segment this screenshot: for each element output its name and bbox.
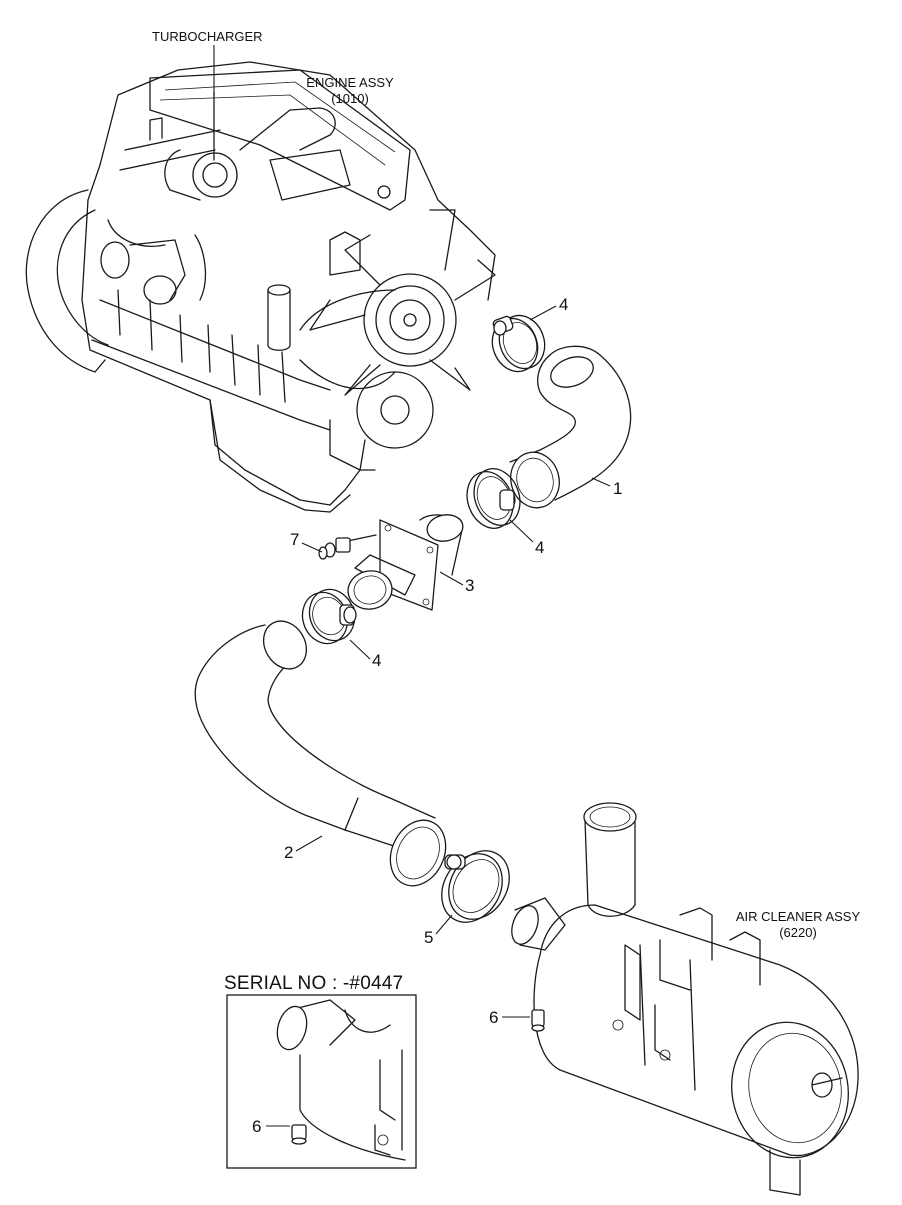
- callout-clamp-low: 4: [372, 651, 382, 670]
- adapter-flange: [347, 514, 464, 611]
- leader-hose-upper: [591, 477, 611, 487]
- leader-clamp-top: [529, 305, 557, 321]
- leader-clamp-air-cleaner: [435, 914, 453, 935]
- callout-fitting-inset: 6: [252, 1117, 262, 1136]
- callout-clamp-top: 4: [559, 295, 569, 314]
- engine-assembly: [25, 61, 496, 513]
- leader-clamp-low: [349, 639, 371, 660]
- leader-clamp-mid: [509, 519, 534, 543]
- air-cleaner-assy-label: AIR CLEANER ASSY: [735, 909, 861, 924]
- serial-no-label: SERIAL NO : -#0447: [224, 973, 404, 994]
- engine-assy-code: (1010): [331, 91, 369, 106]
- callout-hose-upper: 1: [613, 479, 623, 498]
- air-cleaner-assy-code: (6220): [779, 925, 817, 940]
- callout-adapter: 3: [465, 576, 475, 595]
- hose-upper-elbow: [509, 345, 632, 509]
- leader-hose-lower: [295, 835, 323, 852]
- air-cleaner-assembly: [511, 802, 859, 1196]
- hose-lower: [194, 620, 447, 887]
- leader-lines: [213, 45, 611, 1127]
- callout-clamp-air-cleaner: 5: [424, 928, 434, 947]
- callout-clamp-mid: 4: [535, 538, 545, 557]
- serial-inset: [226, 994, 417, 1169]
- leader-bolt: [301, 542, 323, 553]
- clamp-mid: [466, 468, 521, 529]
- clamp-air-cleaner: [441, 850, 510, 923]
- leader-adapter: [439, 571, 464, 586]
- engine-assy-label: ENGINE ASSY: [306, 75, 394, 90]
- callout-fitting-main: 6: [489, 1008, 499, 1027]
- turbocharger-label: TURBOCHARGER: [152, 29, 263, 44]
- callout-hose-lower: 2: [284, 843, 294, 862]
- clamp-top: [491, 314, 546, 373]
- clamp-low: [301, 588, 357, 645]
- bolt-assembly: [318, 534, 377, 560]
- callout-bolt: 7: [290, 530, 300, 549]
